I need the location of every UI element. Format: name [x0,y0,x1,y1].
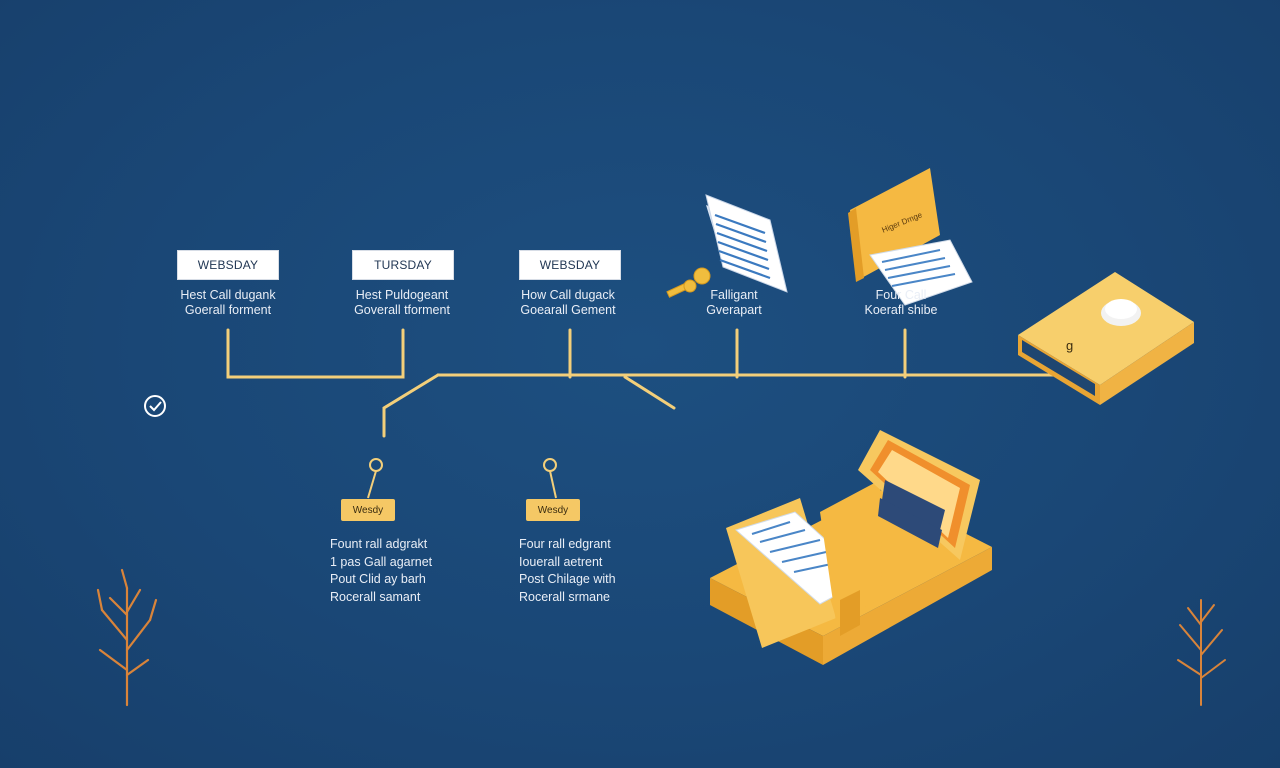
day-label-1: WEBSDAY [177,250,279,280]
description-line: Four rall edgrant [519,537,611,551]
timeline-description-3: How Call dugack Goearall Gement [502,288,634,318]
branch-left [382,373,440,438]
timeline-description-2: Hest Puldogeant Goverall tforment [336,288,468,318]
timeline-description-5: Four Call Koerafl shibe [846,288,956,318]
branch-tag-2: Wesdy [526,499,580,521]
description-line: Goearall Gement [520,303,616,317]
pin-2 [543,458,557,472]
description-line: Pout Clid ay barh [330,572,426,586]
drive-glyph: g [1066,338,1074,353]
description-line: Rocerall srmane [519,589,611,604]
description-line: Four Call [875,288,927,302]
day-label-2: TURSDAY [352,250,454,280]
timeline-description-4: Falligant Gverapart [676,288,792,318]
description-line: Falligant [710,288,758,302]
branch-description-2: Four rall edgrant Iouerall aetrent Post … [519,536,616,606]
branch-description-1: Fount rall adgrakt 1 pas Gall agarnet Po… [330,536,432,606]
filing-tray-illustration [710,430,992,665]
branch-right [623,375,676,410]
description-line: Goerall forment [184,303,272,317]
description-line: Iouerall aetrent [519,554,603,569]
timeline-description-1: Hest Call dugank Goerall forment [162,288,294,318]
description-line: Hest Call dugank [180,288,276,302]
folder-panel-illustration [848,168,973,306]
description-line: How Call dugack [521,288,615,302]
day-label-3: WEBSDAY [519,250,621,280]
pin-1 [369,458,383,472]
description-line: Post Chilage with [519,572,616,586]
drive-box-illustration [1018,272,1194,405]
tree-left-illustration [96,568,158,707]
description-line: 1 pas Gall agarnet [330,554,433,569]
tree-right-illustration [1177,599,1226,706]
description-line: Fount rall adgrakt [330,537,428,551]
branch-pins [367,458,557,499]
description-line: Koerafl shibe [864,303,938,317]
description-line: Gverapart [706,303,762,317]
connector-1 [226,328,405,379]
timeline-connectors [226,328,1062,438]
branch-tag-1: Wesdy [341,499,395,521]
description-line: Goverall tforment [354,303,450,317]
key-icon [666,267,711,298]
document-stack-illustration [705,194,788,293]
check-circle-icon [144,395,166,417]
description-line: Hest Puldogeant [355,288,449,302]
description-line: Rocerall samant [330,589,421,604]
